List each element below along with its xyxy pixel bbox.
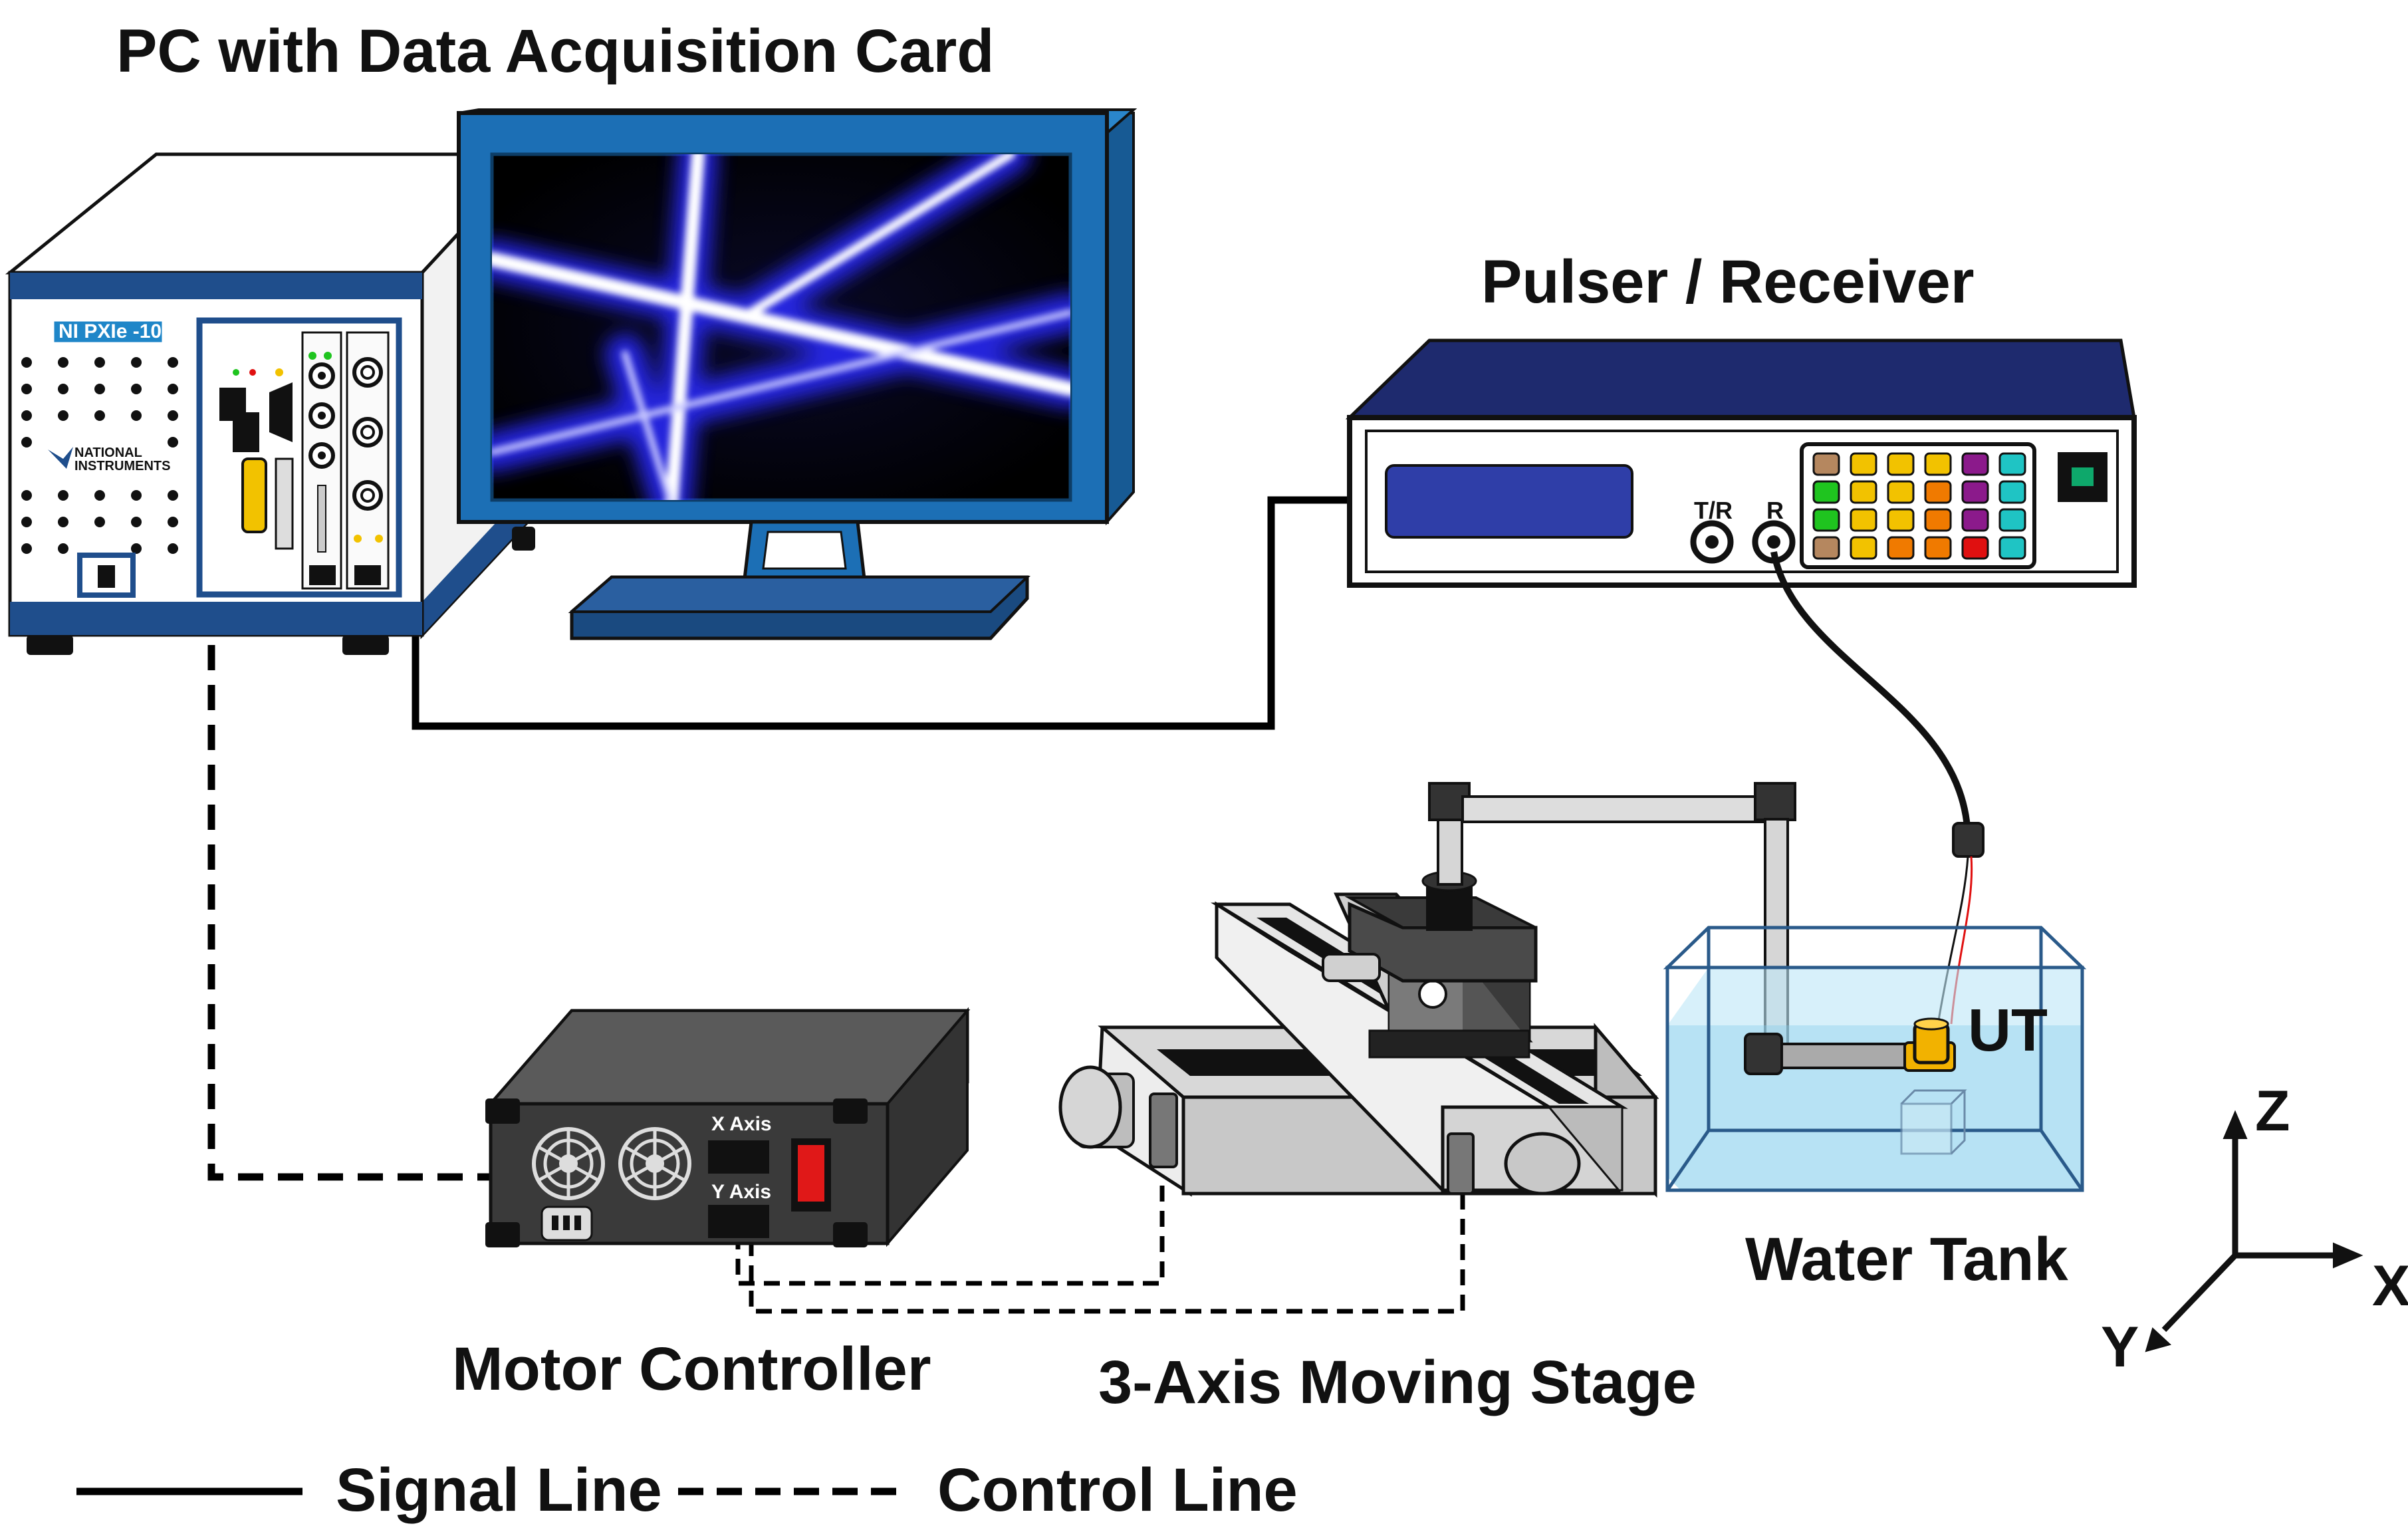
pulser-display (1385, 464, 1633, 539)
moving-stage (1058, 782, 1796, 1198)
keypad-key[interactable] (1850, 536, 1877, 560)
y-knob[interactable] (1504, 1132, 1581, 1196)
brand-line-2: INSTRUMENTS (74, 459, 170, 473)
keypad-key[interactable] (1924, 508, 1952, 532)
r-port-label: R (1766, 497, 1784, 524)
x-axis-arrow-label: X (2372, 1254, 2408, 1318)
water-tank: UT (1663, 926, 2087, 1192)
keypad-key[interactable] (1998, 508, 2026, 532)
brand-line-1: NATIONAL (74, 446, 142, 460)
keypad-key[interactable] (1961, 536, 1989, 560)
keypad-key[interactable] (1887, 452, 1915, 476)
keypad-key[interactable] (1887, 480, 1915, 504)
pxie-chassis: NI PXIe -1071 NATIONAL INSTRUMENTS (5, 150, 536, 655)
keypad-key[interactable] (1812, 508, 1840, 532)
keypad-key[interactable] (1850, 480, 1877, 504)
vent-holes-top (21, 357, 178, 448)
monitor (457, 108, 1138, 640)
coordinate-axes (2145, 1110, 2363, 1352)
keypad-key[interactable] (1812, 536, 1840, 560)
legend: Signal Line Control Line (76, 1456, 1298, 1524)
legend-signal-label: Signal Line (336, 1456, 662, 1524)
y-axis-arrow-label: Y (2101, 1315, 2139, 1379)
fan-icon (532, 1127, 605, 1200)
keypad-key[interactable] (1924, 536, 1952, 560)
water-tank-title: Water Tank (1745, 1225, 2068, 1293)
y-axis-port[interactable] (708, 1205, 769, 1238)
keypad-key[interactable] (1812, 452, 1840, 476)
signal-lines (412, 496, 1355, 730)
keypad-key[interactable] (1850, 452, 1877, 476)
keypad-key[interactable] (1850, 508, 1877, 532)
daq-module-1 (301, 331, 342, 590)
legend-control-label: Control Line (937, 1456, 1298, 1524)
motor-controller: X Axis Y Axis (485, 1007, 971, 1247)
keypad-key[interactable] (1924, 452, 1952, 476)
signal-line-pc-to-pulser (412, 496, 1355, 730)
keypad-key[interactable] (1887, 508, 1915, 532)
stage-title: 3-Axis Moving Stage (1098, 1348, 1697, 1416)
keypad-key[interactable] (1924, 480, 1952, 504)
z-axis-label: Z (2255, 1079, 2290, 1143)
x-axis-label: X Axis (711, 1113, 772, 1135)
y-axis-label: Y Axis (711, 1181, 771, 1203)
control-line-pc-to-controller (207, 645, 491, 1181)
keypad-key[interactable] (1961, 480, 1989, 504)
ni-eagle-icon (48, 447, 73, 469)
keypad-key[interactable] (1998, 480, 2026, 504)
pulser-title: Pulser / Receiver (1481, 248, 1975, 316)
daq-module-2 (346, 331, 390, 590)
specimen-cube (1900, 1089, 1967, 1155)
control-line-y-axis (749, 1187, 1465, 1314)
control-lines (207, 645, 1465, 1314)
keypad-key[interactable] (1887, 536, 1915, 560)
keypad-key[interactable] (1961, 508, 1989, 532)
vent-holes-bottom (21, 490, 178, 554)
fan-icon (618, 1127, 691, 1200)
ut-label: UT (1968, 997, 2048, 1064)
fiber-image (492, 154, 1070, 500)
pc-title: PC with Data Acquisition Card (116, 17, 994, 85)
keypad-key[interactable] (1812, 480, 1840, 504)
tr-port-label: T/R (1694, 497, 1733, 524)
motor-controller-title: Motor Controller (452, 1335, 931, 1403)
x-axis-port[interactable] (708, 1140, 769, 1174)
pulser-receiver: T/R R (1345, 338, 2137, 1025)
controller-module (219, 368, 294, 550)
keypad-keys (1812, 452, 2026, 560)
keypad-key[interactable] (1961, 452, 1989, 476)
probe-cable (1770, 551, 1971, 842)
keypad-key[interactable] (1998, 536, 2026, 560)
cable-connector (1952, 822, 1985, 858)
chassis-model-label: NI PXIe -1071 (59, 320, 183, 342)
control-line-x-axis (735, 1150, 1165, 1286)
keypad-key[interactable] (1998, 452, 2026, 476)
